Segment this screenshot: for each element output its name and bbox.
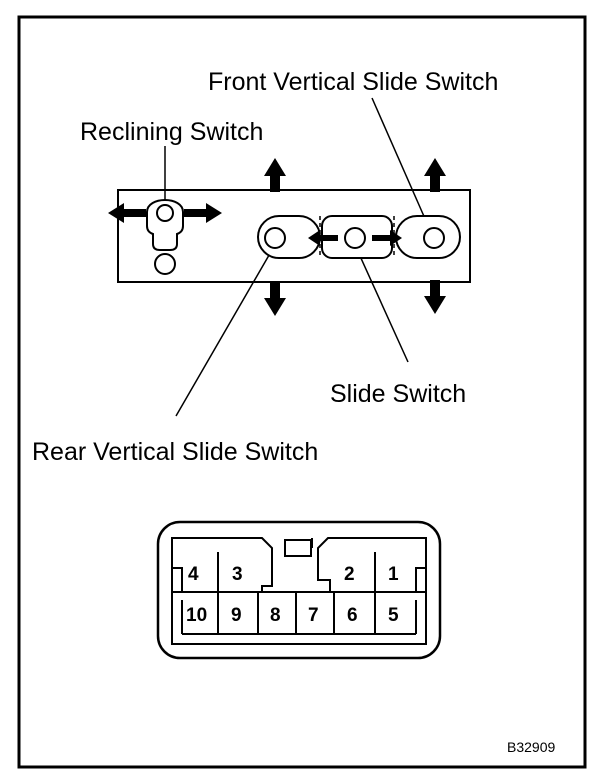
rear-down-arrow — [264, 282, 286, 316]
pin-9: 9 — [231, 605, 242, 626]
connector-outer — [156, 520, 442, 660]
reclining-left-arrow — [108, 203, 146, 223]
label-reclining-switch: Reclining Switch — [80, 118, 263, 146]
connector-inner — [171, 537, 427, 645]
label-slide-switch: Slide Switch — [330, 380, 466, 408]
slide-left-arrow — [308, 230, 338, 246]
slide-right-arrow — [372, 230, 402, 246]
figure-code: B32909 — [507, 739, 555, 755]
leader-rear-vertical — [175, 249, 273, 417]
pin-2: 2 — [344, 564, 355, 585]
pin-5: 5 — [388, 605, 399, 626]
front-up-arrow — [424, 158, 446, 192]
pin-7: 7 — [308, 605, 319, 626]
pin-10: 10 — [186, 605, 207, 626]
slide-switch-group — [257, 215, 461, 259]
leader-front-vertical — [371, 97, 431, 231]
slide-knob — [344, 227, 366, 249]
connector-lock — [284, 539, 312, 557]
label-rear-vertical-slide-switch: Rear Vertical Slide Switch — [32, 438, 318, 466]
rear-up-arrow — [264, 158, 286, 192]
rear-vertical-knob — [264, 227, 286, 249]
connector — [156, 520, 442, 660]
front-vertical-knob — [423, 227, 445, 249]
front-down-arrow — [424, 280, 446, 314]
outer-frame — [17, 15, 587, 769]
switch-panel — [117, 189, 471, 283]
pin-8: 8 — [270, 605, 281, 626]
pin-6: 6 — [347, 605, 358, 626]
pin-3: 3 — [232, 564, 243, 585]
label-front-vertical-slide-switch: Front Vertical Slide Switch — [208, 68, 498, 96]
reclining-switch — [146, 199, 184, 275]
reclining-right-arrow — [184, 203, 222, 223]
pin-4: 4 — [188, 564, 199, 585]
pin-1: 1 — [388, 564, 399, 585]
leader-slide — [354, 244, 409, 363]
